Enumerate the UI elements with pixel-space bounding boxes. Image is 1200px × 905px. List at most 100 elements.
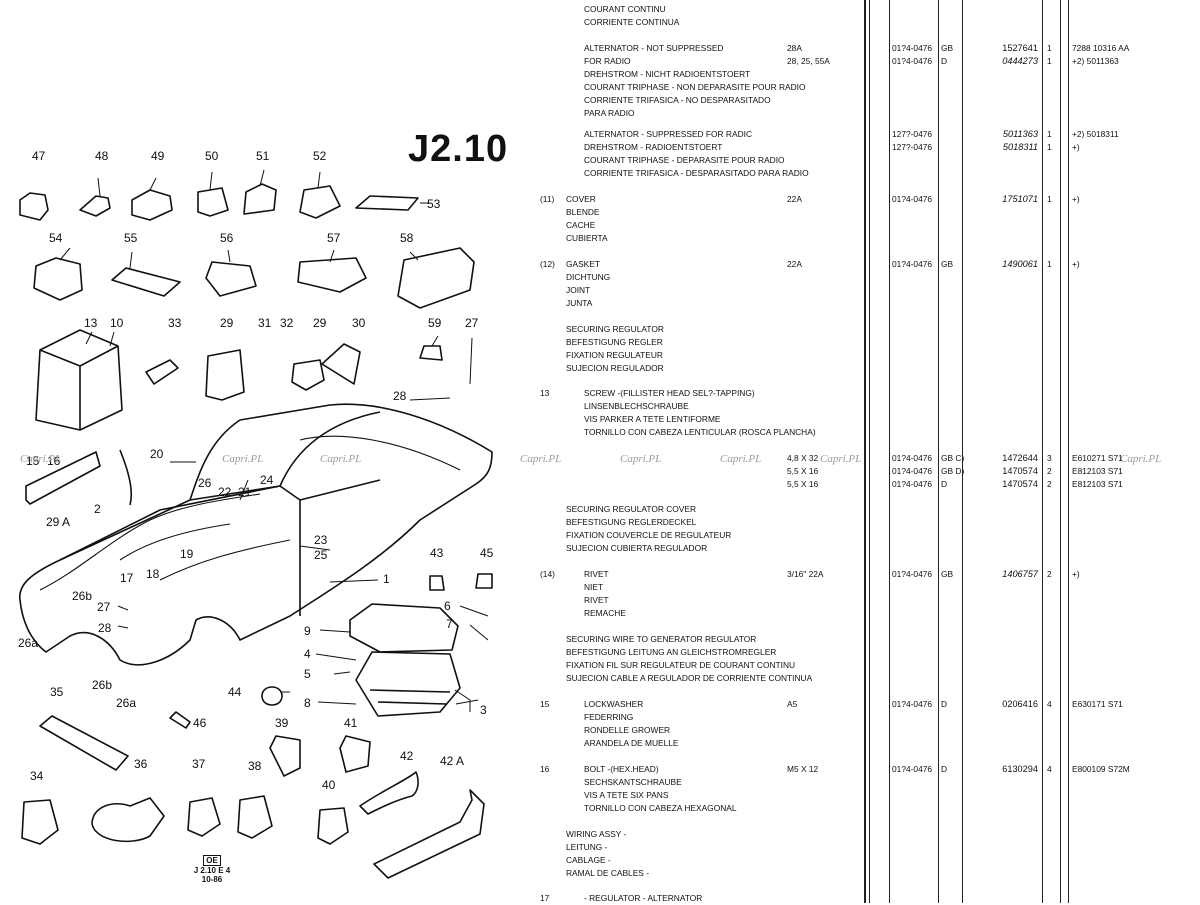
part-production-date: 01?4-0476: [892, 259, 933, 269]
part-production-date: 01?4-0476: [892, 43, 933, 53]
part-market-code: D: [941, 479, 948, 489]
part-quantity: 1: [1047, 259, 1052, 269]
part-spec: 22A: [787, 259, 802, 269]
part-description-line: CACHE: [566, 220, 596, 230]
part-description-line: BEFESTIGUNG REGLERDECKEL: [566, 517, 697, 527]
part-label: 57: [327, 231, 341, 245]
part-label: 7: [446, 617, 453, 631]
part-57-shape: [297, 257, 367, 293]
part-label: 21: [238, 485, 252, 499]
part-description-line: PARA RADIO: [584, 108, 635, 118]
part-label: 27: [465, 316, 479, 330]
part-description-line: BLENDE: [566, 207, 600, 217]
part-number: 1470574: [1002, 479, 1038, 489]
part-market-code: GB C): [941, 453, 965, 463]
part-42a-shape: [373, 789, 485, 879]
part-52-shape: [299, 185, 341, 219]
part-description-line: LOCKWASHER: [584, 699, 644, 709]
part-label: 26b: [92, 678, 112, 692]
part-description-line: FOR RADIO: [584, 56, 631, 66]
part-number: 1527641: [1002, 43, 1038, 53]
part-market-code: D: [941, 56, 948, 66]
car-body-shape: [19, 403, 493, 666]
part-quantity: 3: [1047, 453, 1052, 463]
part-label: 43: [430, 546, 444, 560]
part-quantity: 1: [1047, 129, 1052, 139]
part-description-line: SUJECION CABLE A REGULADOR DE CORRIENTE …: [566, 673, 813, 683]
part-41-shape: [339, 735, 371, 773]
part-quantity: 2: [1047, 569, 1052, 579]
part-label: 42 A: [440, 754, 464, 768]
part-description-line: RIVET: [584, 595, 609, 605]
part-label: 41: [344, 716, 358, 730]
part-remark: +): [1072, 569, 1080, 579]
item-ref-number: 13: [540, 388, 550, 398]
figure-reference: OE J 2.10 E 4 10-86: [190, 855, 234, 884]
part-description-line: RAMAL DE CABLES -: [566, 868, 649, 878]
part-quantity: 1: [1047, 43, 1052, 53]
part-spec: 5,5 X 16: [787, 479, 819, 489]
part-description-line: TORNILLO CON CABEZA LENTICULAR (ROSCA PL…: [584, 427, 816, 437]
part-description-line: SECURING REGULATOR: [566, 324, 664, 334]
part-description-line: CUBIERTA: [566, 233, 608, 243]
part-label: 27: [97, 600, 111, 614]
part-description-line: BEFESTIGUNG LEITUNG AN GLEICHSTROMREGLER: [566, 647, 777, 657]
part-label: 26b: [72, 589, 92, 603]
part-spec: 28, 25, 55A: [787, 56, 830, 66]
watermark: Capri.PL: [620, 453, 662, 465]
part-number: 0444273: [1002, 56, 1038, 66]
part-description-line: CABLAGE -: [566, 855, 611, 865]
part-label: 17: [120, 571, 134, 585]
part-description-line: DREHSTROM - NICHT RADIOENTSTOERT: [584, 69, 751, 79]
part-34-shape: [21, 799, 59, 845]
part-remark: +2) 5018311: [1072, 129, 1119, 139]
part-description-line: SCREW -(FILLISTER HEAD SEL?-TAPPING): [584, 388, 755, 398]
part-label: 35: [50, 685, 64, 699]
page-code-title: J2.10: [408, 128, 509, 170]
part-label: 3: [480, 703, 487, 717]
part-label: 55: [124, 231, 138, 245]
figure-ref-box: OE: [203, 855, 221, 866]
part-43-shape: [429, 575, 445, 591]
part-description-line: TORNILLO CON CABEZA HEXAGONAL: [584, 803, 737, 813]
part-production-date: 01?4-0476: [892, 453, 933, 463]
part-label: 26: [198, 476, 212, 490]
part-description-line: ALTERNATOR - NOT SUPPRESSED: [584, 43, 724, 53]
watermark: Capri.PL: [1120, 453, 1162, 465]
part-description-line: WIRING ASSY -: [566, 829, 627, 839]
watermark: Capri.PL: [222, 453, 264, 465]
part-description-line: BEFESTIGUNG REGLER: [566, 337, 663, 347]
part-50-shape: [197, 187, 229, 217]
part-description-line: SECHSKANTSCHRAUBE: [584, 777, 682, 787]
part-description-line: COURANT TRIPHASE - NON DEPARASITE POUR R…: [584, 82, 806, 92]
part-spec: A5: [787, 699, 798, 709]
part-label: 31: [258, 316, 272, 330]
item-ref-number: (11): [540, 194, 555, 204]
part-label: 20: [150, 447, 164, 461]
part-production-date: 01?4-0476: [892, 764, 933, 774]
part-label: 22: [218, 485, 232, 499]
part-label: 28: [98, 621, 112, 635]
fuse-box-shape: [355, 651, 461, 717]
part-label: 8: [304, 696, 311, 710]
part-remark: E610271 S71: [1072, 453, 1123, 463]
part-spec: 5,5 X 16: [787, 466, 819, 476]
part-description-line: REMACHE: [584, 608, 626, 618]
part-label: 26a: [18, 636, 38, 650]
part-label: 2: [94, 502, 101, 516]
column-divider: [1060, 0, 1061, 903]
part-market-code: GB D): [941, 466, 965, 476]
part-label: 6: [444, 599, 451, 613]
part-label: 58: [400, 231, 414, 245]
part-54-shape: [33, 257, 83, 301]
part-38-shape: [237, 795, 273, 839]
part-description-line: SECURING WIRE TO GENERATOR REGULATOR: [566, 634, 757, 644]
part-label: 10: [110, 316, 124, 330]
part-42-shape: [359, 771, 419, 815]
item-ref-number: 17: [540, 893, 550, 903]
column-divider: [869, 0, 870, 903]
part-label: 47: [32, 149, 46, 163]
part-spec: 22A: [787, 194, 802, 204]
part-label: 29: [313, 316, 327, 330]
part-label: 29: [220, 316, 234, 330]
